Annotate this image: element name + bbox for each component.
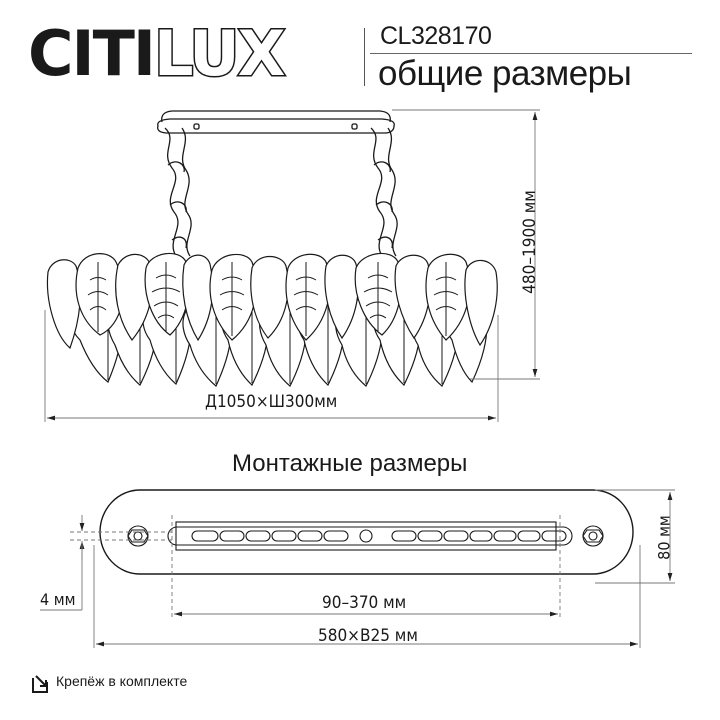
overall-size-label: Д1050×Ш300мм (205, 392, 338, 412)
mounting-plate (99, 489, 634, 575)
leaf-row-upper (46, 252, 498, 350)
model-number: CL328170 (380, 22, 492, 50)
leaf-veins-lower (107, 300, 443, 384)
footer-note: Крепёж в комплекте (32, 673, 187, 689)
mount-offset-label: 4 мм (40, 590, 76, 609)
leaf-veins-upper (87, 262, 459, 336)
overall-height-label: 480–1900 мм (520, 190, 540, 294)
header-separator (364, 28, 365, 86)
mount-adjust-label: 90–370 мм (322, 593, 407, 613)
brand-logo-outline: LUX (152, 17, 286, 90)
mount-length-label: 580×В25 мм (318, 626, 418, 646)
mount-height-label: 80 мм (654, 515, 674, 560)
page-title: общие размеры (378, 54, 632, 93)
header-rule (370, 53, 692, 54)
box-arrow-icon (32, 675, 48, 693)
brand-logo-solid: CITI (28, 17, 156, 90)
mounting-bar (127, 521, 604, 551)
mounting-section-title: Монтажные размеры (232, 450, 468, 477)
footer-text: Крепёж в комплекте (56, 673, 188, 689)
